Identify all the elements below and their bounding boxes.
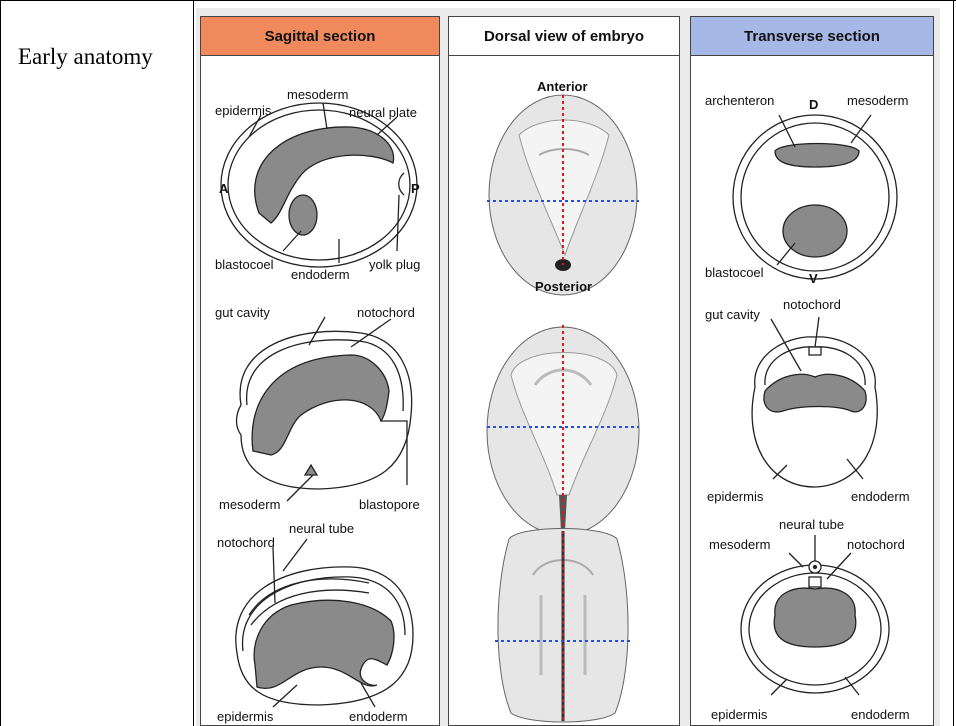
label-yolk-plug: yolk plug (369, 257, 420, 272)
transverse-stage-1 (733, 115, 897, 279)
frame-right-line (953, 0, 954, 726)
label-notochord-t3: notochord (847, 537, 905, 552)
sagittal-panel: Sagittal section (200, 16, 440, 726)
label-endoderm-3: endoderm (349, 709, 408, 724)
label-gut-cavity: gut cavity (215, 305, 270, 320)
label-v: V (809, 271, 818, 286)
side-title: Early anatomy (18, 44, 153, 70)
transverse-panel: Transverse section (690, 16, 934, 726)
label-a: A (219, 181, 229, 196)
label-notochord-t2: notochord (783, 297, 841, 312)
label-neural-plate: neural plate (349, 105, 417, 120)
sagittal-drawing: mesoderm epidermis neural plate A P blas… (201, 55, 438, 725)
label-blastopore: blastopore (359, 497, 420, 512)
label-mesoderm-t1: mesoderm (847, 93, 908, 108)
transverse-header: Transverse section (691, 17, 933, 56)
label-posterior: Posterior (535, 279, 592, 294)
dorsal-embryo-1 (487, 95, 639, 295)
label-gut-cavity-t2: gut cavity (705, 307, 760, 322)
label-blastocoel-t1: blastocoel (705, 265, 764, 280)
label-anterior: Anterior (537, 79, 588, 94)
transverse-stage-2 (752, 317, 877, 487)
sagittal-stage-1 (221, 103, 417, 267)
label-endoderm-t3: endoderm (851, 707, 910, 722)
sagittal-stage-3 (236, 539, 413, 707)
frame-divider-line (193, 0, 194, 726)
sagittal-stage-2 (237, 317, 412, 501)
label-endoderm: endoderm (291, 267, 350, 282)
transverse-stage-3 (741, 535, 889, 695)
dorsal-header: Dorsal view of embryo (449, 17, 679, 56)
sagittal-header: Sagittal section (201, 17, 439, 56)
dorsal-drawing: Anterior Posterior (449, 55, 678, 725)
embryo-figure: Sagittal section (196, 8, 940, 726)
label-mesoderm-t3: mesoderm (709, 537, 770, 552)
label-neural-tube-t3: neural tube (779, 517, 844, 532)
label-epidermis-t2: epidermis (707, 489, 764, 504)
label-notochord: notochord (357, 305, 415, 320)
label-neural-tube: neural tube (289, 521, 354, 536)
label-p: P (411, 181, 420, 196)
label-endoderm-t2: endoderm (851, 489, 910, 504)
label-epidermis-3: epidermis (217, 709, 274, 724)
dorsal-panel: Dorsal view of embryo (448, 16, 680, 726)
label-mesoderm-2: mesoderm (219, 497, 280, 512)
label-d: D (809, 97, 818, 112)
label-mesoderm: mesoderm (287, 87, 348, 102)
frame-top-line (0, 0, 956, 1)
dorsal-embryo-2 (487, 325, 639, 535)
dorsal-embryo-3 (495, 529, 631, 723)
label-epidermis: epidermis (215, 103, 272, 118)
label-archenteron: archenteron (705, 93, 774, 108)
transverse-drawing: archenteron D mesoderm blastocoel V gut … (691, 55, 932, 725)
label-notochord-3: notochord (217, 535, 275, 550)
frame-left-line (0, 0, 1, 726)
label-epidermis-t3: epidermis (711, 707, 768, 722)
label-blastocoel: blastocoel (215, 257, 274, 272)
